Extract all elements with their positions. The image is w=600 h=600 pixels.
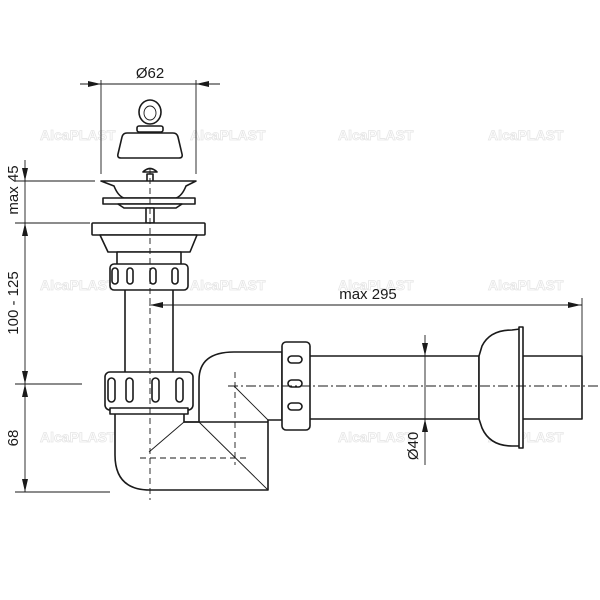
stopper-plug <box>117 99 183 159</box>
watermark-logo: AlcaPLAST <box>338 127 414 143</box>
drain-body <box>91 207 206 375</box>
watermark-logo: AlcaPLAST <box>338 277 414 293</box>
dimension-label-max45: max 45 <box>5 165 22 214</box>
dimension-vertical: max 45 100 - 125 68 <box>5 160 110 493</box>
dimension-label-40: Ø40 <box>405 432 422 460</box>
dimension-label-max295: max 295 <box>339 286 397 303</box>
dimension-diameter-62: Ø62 <box>80 65 220 174</box>
outlet-pipe <box>281 326 583 449</box>
dimension-label-62: Ø62 <box>136 65 164 82</box>
dimension-label-100-125: 100 - 125 <box>5 271 22 334</box>
dimension-diameter-40: Ø40 <box>405 335 428 465</box>
watermark-logo: AlcaPLAST <box>40 277 116 293</box>
centerlines <box>149 168 600 500</box>
watermark-logo: AlcaPLAST <box>338 429 414 445</box>
watermarks: AlcaPLAST AlcaPLAST AlcaPLAST AlcaPLAST Alca… <box>40 127 565 446</box>
dimension-label-68: 68 <box>5 430 22 447</box>
watermark-logo: AlcaPLAST <box>488 277 564 293</box>
watermark-logo: AlcaPLAST <box>190 127 266 143</box>
watermark-logo: AlcaPLAST <box>40 429 116 445</box>
watermark-logo: AlcaPLAST <box>190 277 266 293</box>
dimension-max-295: max 295 <box>149 286 583 356</box>
watermark-logo: AlcaPLAST <box>488 127 564 143</box>
bottle-trap <box>104 351 283 491</box>
watermark-logo: AlcaPLAST <box>40 127 116 143</box>
